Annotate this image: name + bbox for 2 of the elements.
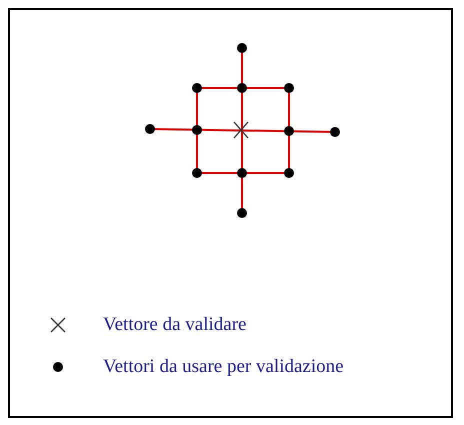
- legend-text: Vettore da validare: [103, 314, 246, 336]
- legend-text: Vettori da usare per validazione: [103, 356, 344, 378]
